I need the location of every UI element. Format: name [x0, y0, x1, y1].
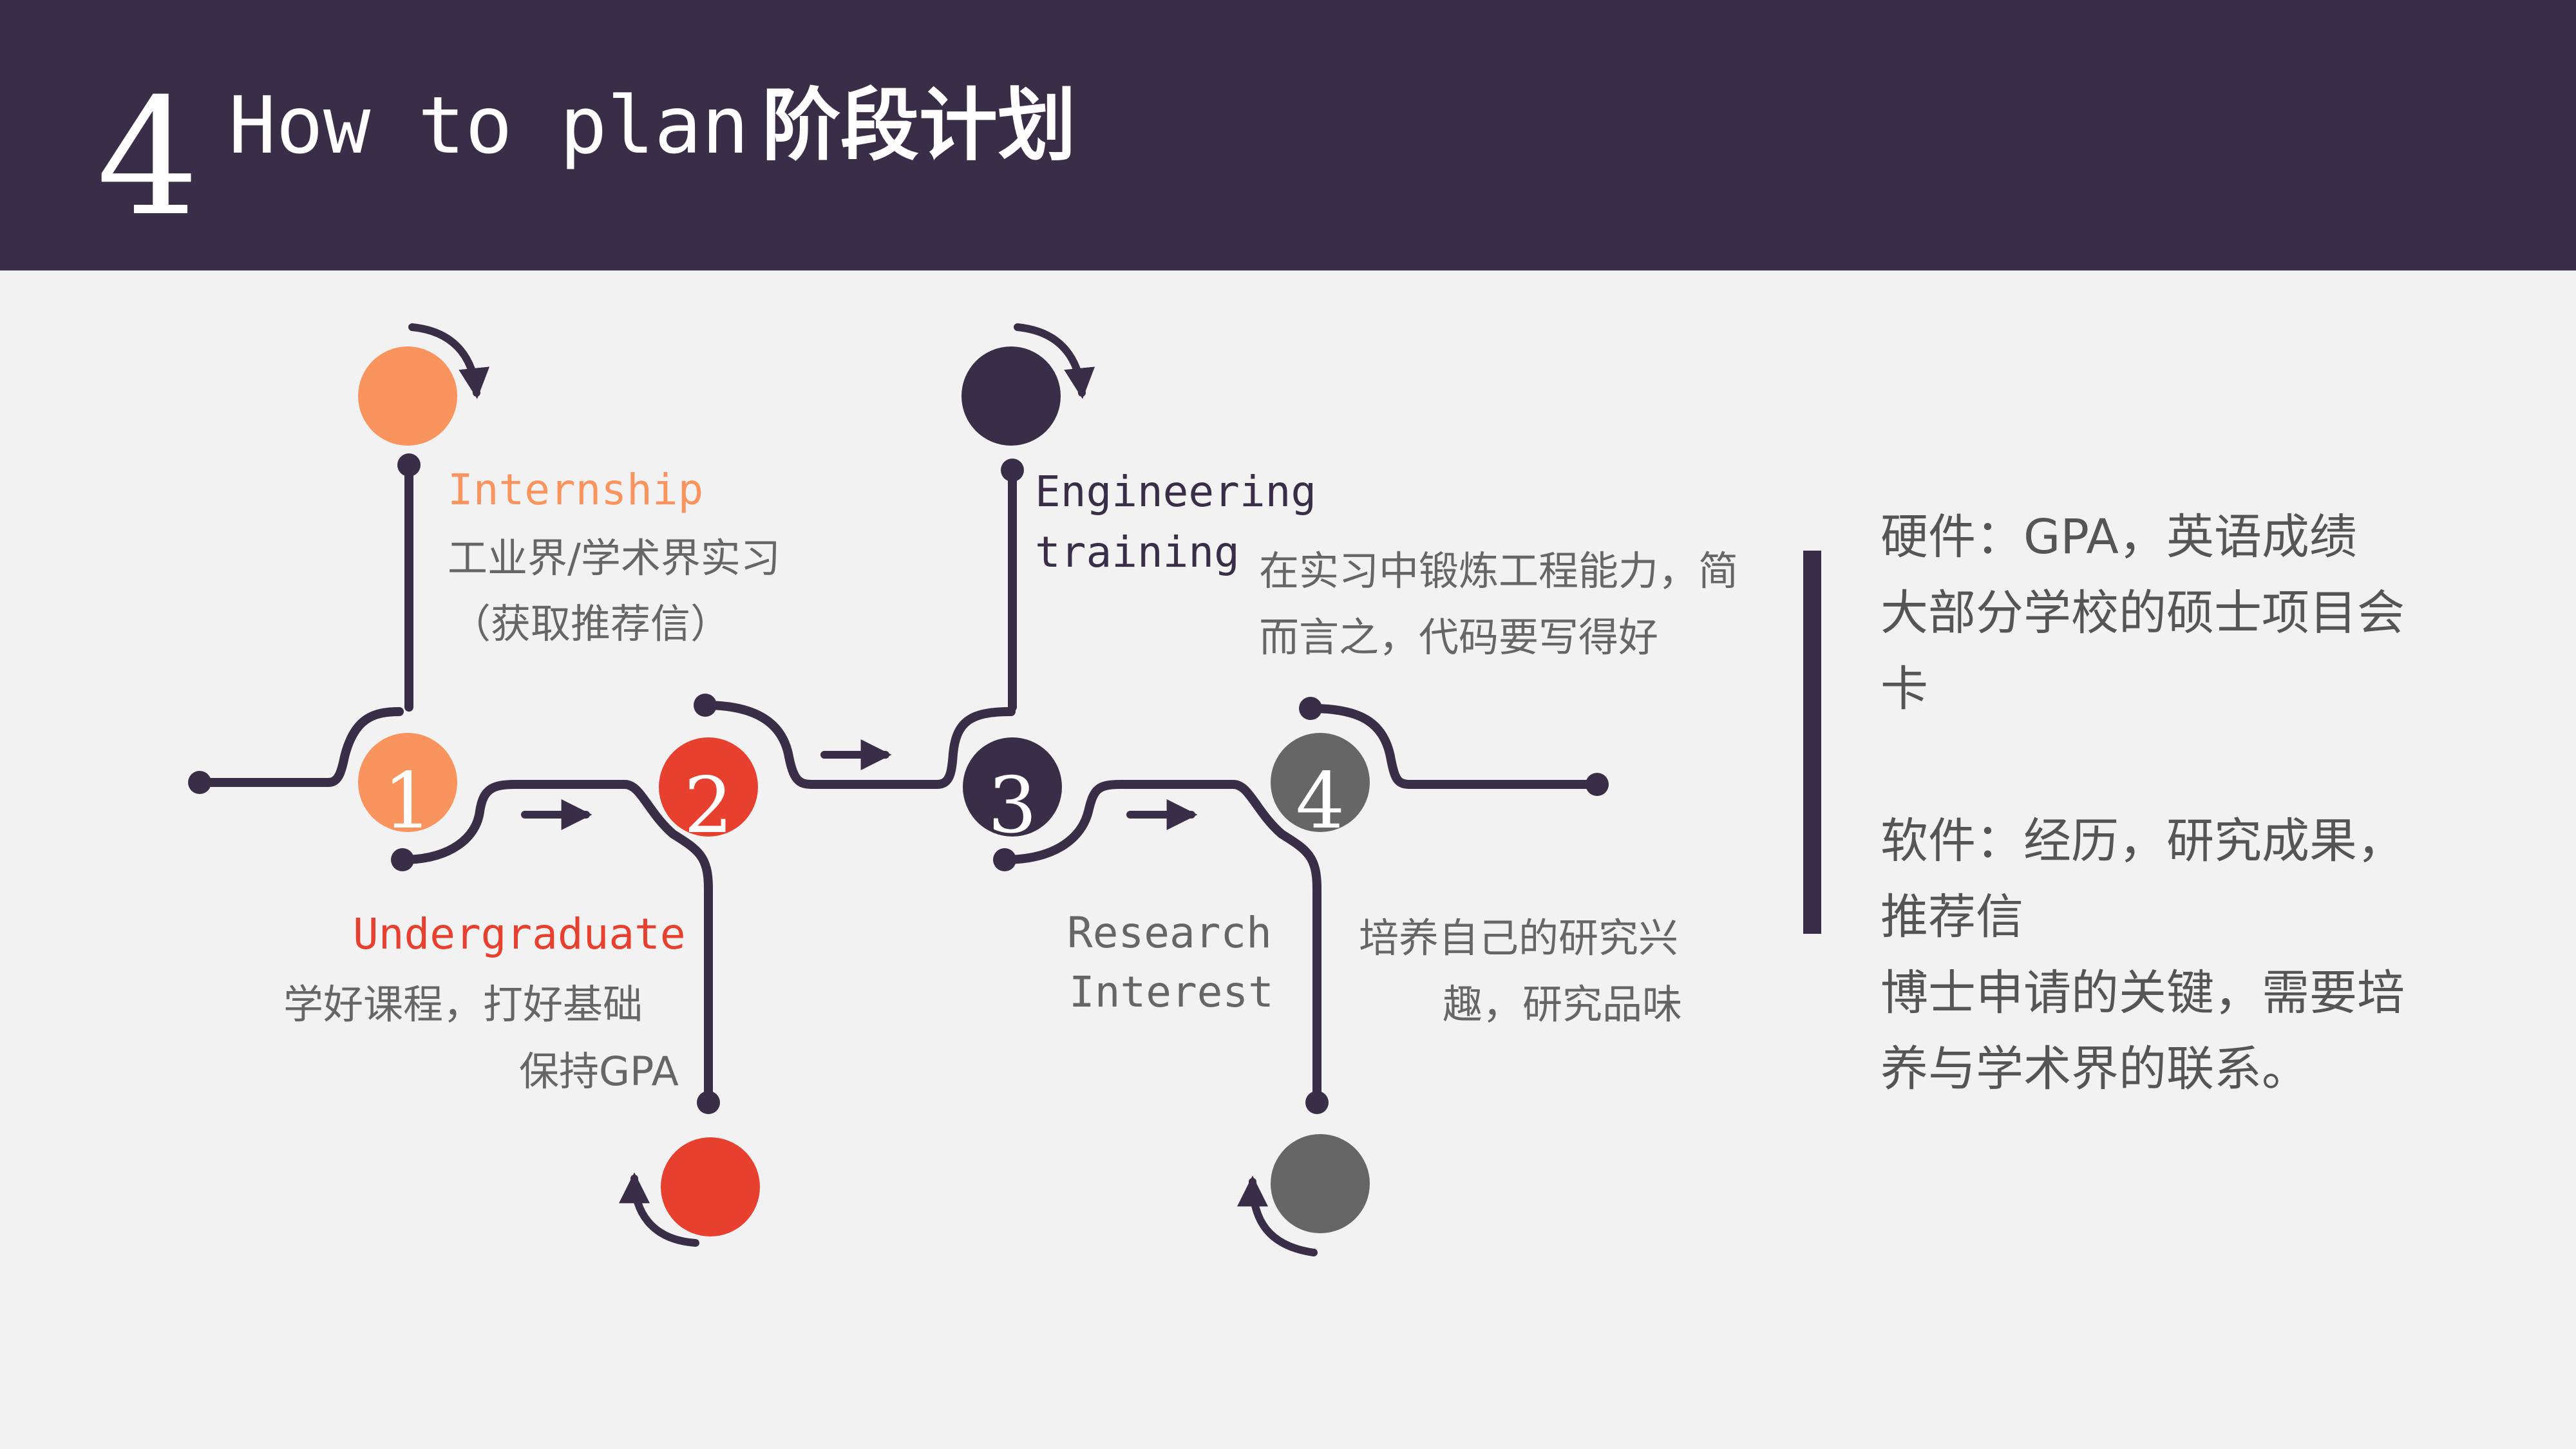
page-title-cn: 阶段计划 — [761, 80, 1076, 171]
research-desc-line-1: 培养自己的研究兴 — [1359, 914, 1679, 961]
software-line-2: 推荐信 — [1880, 889, 2023, 945]
branch-circle-dark — [961, 346, 1061, 446]
dot-stage-1-bottom — [391, 848, 414, 871]
dot-stage-3-bottom — [993, 848, 1016, 871]
requirements-note: 硬件：GPA，英语成绩 大部分学校的硕士项目会 卡 软件：经历，研究成果， 推荐… — [1880, 499, 2550, 1107]
hardware-line-3: 卡 — [1880, 661, 1928, 717]
blank-line — [1880, 727, 2550, 803]
undergraduate-desc-line-1: 学好课程，打好基础 — [283, 981, 643, 1028]
research-title-line-1: Research — [1067, 908, 1272, 958]
stage-2-number: 2 — [684, 761, 733, 851]
stage-3-circle — [963, 737, 1062, 837]
branch-circle-red — [661, 1137, 760, 1236]
research-desc-line-2: 趣，研究品味 — [1443, 981, 1683, 1028]
engineering-title-line-1: Engineering — [1035, 467, 1317, 516]
engineering-desc-line-2: 而言之，代码要写得好 — [1259, 614, 1659, 661]
stage-4-circle — [1271, 733, 1370, 832]
stage-1-number: 1 — [383, 757, 432, 846]
stage-1-circle — [358, 733, 457, 832]
stage-4-number: 4 — [1296, 757, 1345, 846]
software-line-3: 博士申请的关键，需要培 — [1880, 965, 2405, 1021]
track-dots — [188, 453, 1609, 1114]
track-segment-end — [1306, 704, 1602, 789]
page-title-en: How to plan — [229, 80, 749, 171]
dot-stage-2-top — [694, 694, 717, 717]
software-line-4: 养与学术界的联系。 — [1880, 1041, 2309, 1097]
hardware-line-1: 硬件：GPA，英语成绩 — [1880, 509, 2357, 565]
engineering-title-line-2: training — [1035, 527, 1240, 577]
stage-3-number: 3 — [988, 761, 1037, 851]
dot-start — [188, 771, 211, 794]
track-segment-3-4 — [1000, 780, 1321, 1106]
divider-bar — [1803, 551, 1821, 934]
direction-arrows — [521, 739, 1198, 830]
arc-gray — [1237, 1175, 1318, 1256]
branch-circle-gray — [1271, 1134, 1370, 1233]
stage-2-circle — [659, 737, 758, 837]
internship-desc-line-1: 工业界/学术界实习 — [448, 535, 781, 582]
arc-red — [619, 1172, 699, 1247]
research-title-line-2: Interest — [1069, 967, 1274, 1017]
dot-branch-red — [697, 1091, 720, 1114]
dot-branch-dark — [1001, 459, 1024, 482]
dot-stage-4-top — [1299, 697, 1322, 720]
track-segment-1-2 — [398, 780, 713, 1106]
stage-nodes: 1 2 3 4 — [358, 733, 1370, 851]
branch-circle-orange — [358, 346, 457, 446]
arc-orange — [408, 323, 490, 399]
undergraduate-title: Undergraduate — [353, 909, 686, 959]
engineering-desc-line-1: 在实习中锻炼工程能力，简 — [1259, 547, 1739, 594]
software-line-1: 软件：经历，研究成果， — [1880, 813, 2405, 869]
hardware-line-2: 大部分学校的硕士项目会 — [1880, 585, 2405, 641]
undergraduate-desc-line-2: 保持GPA — [519, 1048, 679, 1095]
rotation-arcs — [408, 323, 1318, 1256]
track-segment-start — [195, 707, 404, 787]
branch-circles — [358, 346, 1370, 1236]
track-segment-2-3 — [701, 701, 1016, 789]
dot-end — [1586, 773, 1609, 796]
dot-branch-gray — [1305, 1091, 1329, 1114]
internship-title: Internship — [448, 465, 704, 515]
main-track — [195, 460, 1602, 1106]
section-number: 4 — [97, 64, 200, 251]
arc-dark — [1014, 323, 1095, 399]
internship-desc-line-2: （获取推荐信） — [451, 600, 731, 647]
dot-branch-orange — [397, 453, 421, 477]
